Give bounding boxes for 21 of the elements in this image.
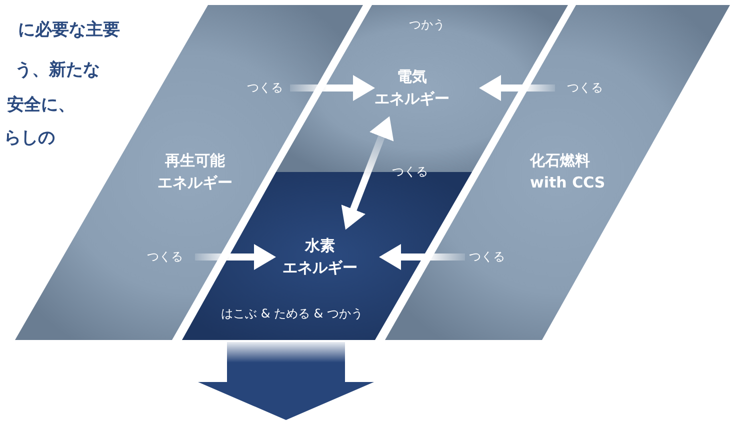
paragraph-line: に必要な主要: [18, 19, 120, 41]
edge-label: つくる: [567, 80, 603, 96]
arrow: [479, 75, 555, 101]
edge-label: つくる: [147, 248, 183, 266]
paragraph-line: う、新たな: [15, 59, 100, 81]
action-label: はこぶ & ためる & つかう: [221, 306, 363, 322]
arrow: [290, 75, 375, 101]
double-arrow: [341, 116, 394, 230]
edge-label: つくる: [247, 80, 283, 96]
action-label: つかう: [409, 16, 445, 34]
energy-label: 電気エネルギー: [374, 66, 450, 109]
energy-label: 水素エネルギー: [282, 235, 358, 278]
energy-label: 化石燃料 with CCS: [530, 150, 606, 193]
arrow: [379, 244, 465, 270]
downward-arrow: [198, 342, 374, 420]
energy-label: 再生可能エネルギー: [158, 150, 232, 193]
paragraph-line: 安全に、: [7, 94, 75, 116]
edge-label: つくる: [469, 248, 505, 266]
paragraph-line: らしの: [4, 127, 55, 149]
arrow: [195, 244, 276, 270]
edge-label: つくる: [392, 164, 428, 180]
